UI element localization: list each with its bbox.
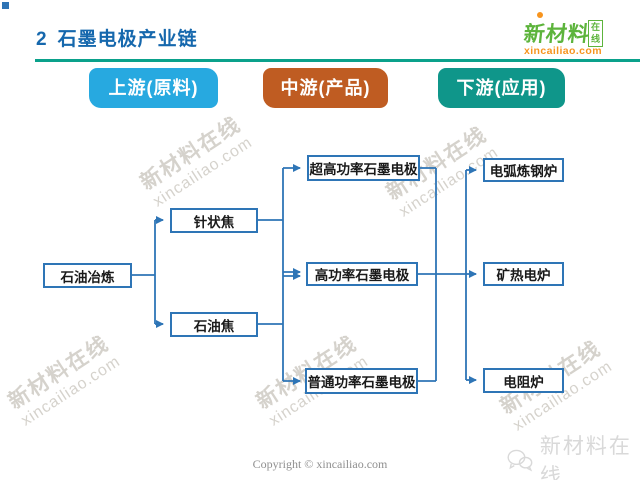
flow-node-petroleum-coke: 石油焦 xyxy=(170,312,258,337)
watermark-domain: xincailiao.com xyxy=(396,143,502,221)
header-downstream: 下游(应用) xyxy=(438,68,565,108)
header-midstream: 中游(产品) xyxy=(263,68,388,108)
flow-node-resistance-furnace: 电阻炉 xyxy=(483,368,564,393)
watermark-domain: xincailiao.com xyxy=(18,352,124,430)
flow-node-petroleum-refining: 石油冶炼 xyxy=(43,263,132,288)
title-divider xyxy=(35,59,640,62)
footer-brand-text: 新材料在线 xyxy=(539,435,632,480)
watermark-cn: 新材料在线 xyxy=(136,112,246,195)
header-upstream: 上游(原料) xyxy=(89,68,218,108)
corner-accent-square xyxy=(2,2,9,9)
page-title: 2 石墨电极产业链 xyxy=(36,24,198,51)
flow-node-hp-graphite-electrode: 高功率石墨电极 xyxy=(306,262,418,286)
logo-dot-icon xyxy=(537,12,543,18)
brand-suffix-top: 在 xyxy=(590,22,600,32)
brand-logo-name: 新材料 xyxy=(522,23,592,46)
watermark: 新材料在线 xincailiao.com xyxy=(111,94,280,227)
flow-node-uhp-graphite-electrode: 超高功率石墨电极 xyxy=(307,155,420,181)
watermark: 新材料在线 xincailiao.com xyxy=(0,313,147,446)
footer-brand: 新材料在线 xyxy=(506,430,640,480)
copyright-text: Copyright © xincailiao.com xyxy=(252,457,388,471)
brand-logo-suffix: 在 线 xyxy=(588,20,603,47)
wechat-icon xyxy=(507,449,533,472)
page-title-text: 石墨电极产业链 xyxy=(57,29,198,50)
flow-node-rp-graphite-electrode: 普通功率石墨电极 xyxy=(305,368,418,394)
brand-logo: 新材料 在 线 xincailiao.com xyxy=(522,9,624,59)
flow-node-needle-coke: 针状焦 xyxy=(170,208,258,233)
flow-node-submerged-arc-furnace: 矿热电炉 xyxy=(483,262,564,286)
brand-suffix-bottom: 线 xyxy=(590,34,600,44)
brand-logo-domain: xincailiao.com xyxy=(524,45,602,57)
flow-node-electric-arc-furnace: 电弧炼钢炉 xyxy=(483,158,564,182)
watermark-cn: 新材料在线 xyxy=(4,331,114,414)
page-title-number: 2 xyxy=(36,29,48,50)
